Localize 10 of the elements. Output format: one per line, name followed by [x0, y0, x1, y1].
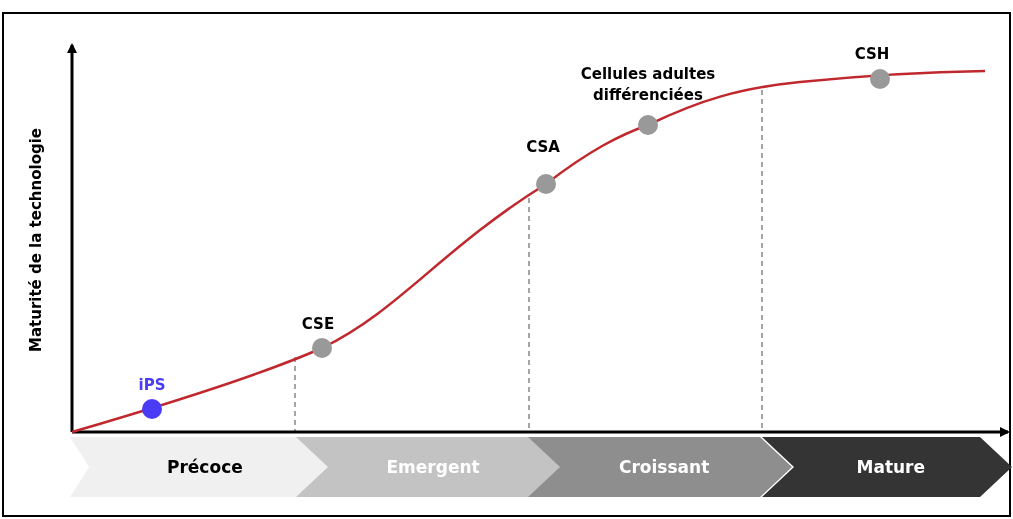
axis-title: Maturité de la technologie	[27, 128, 45, 352]
stage-label: Croissant	[619, 457, 710, 477]
point-label: Cellules adultes différenciées	[579, 64, 717, 106]
stage-label: Mature	[856, 457, 926, 477]
stage-label: Emergent	[386, 457, 480, 477]
stage-label: Précoce	[167, 457, 243, 477]
point-label: iPS	[137, 374, 167, 396]
point-label: CSA	[525, 136, 561, 158]
point-label: CSE	[300, 313, 336, 335]
point-label: CSH	[853, 43, 891, 65]
